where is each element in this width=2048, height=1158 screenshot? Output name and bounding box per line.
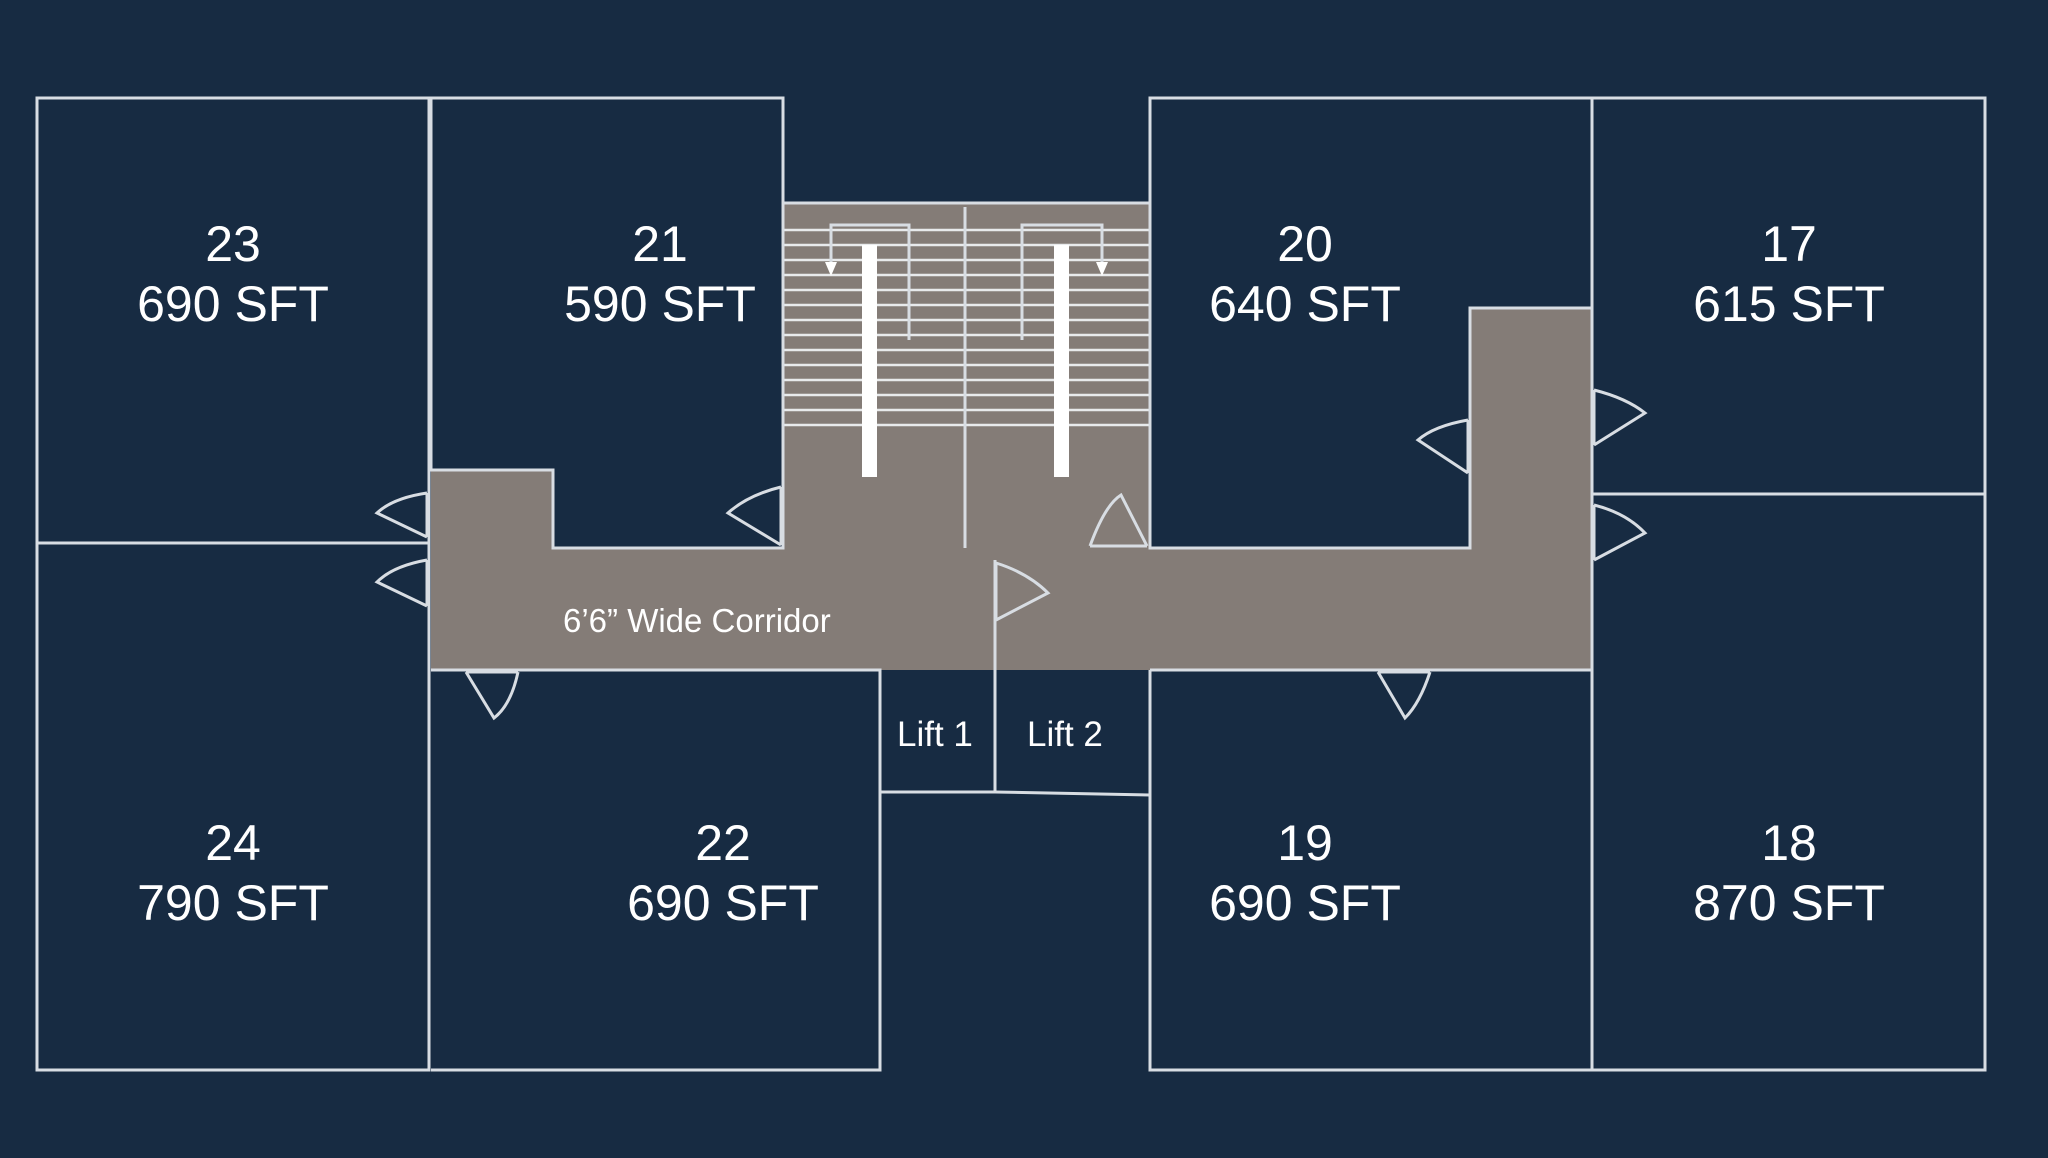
- unit-number: 22: [695, 815, 751, 871]
- unit-19-label: 19 690 SFT: [1209, 815, 1401, 931]
- door-unit-21: [725, 485, 783, 547]
- corridor-label: 6’6” Wide Corridor: [563, 602, 831, 639]
- corridor-fill: [431, 308, 1592, 670]
- unit-20-label: 20 640 SFT: [1209, 216, 1401, 332]
- unit-number: 19: [1277, 815, 1333, 871]
- unit-21-outline: [429, 96, 785, 550]
- unit-19-outline: [1148, 668, 1594, 1072]
- arrowhead-right: [1096, 262, 1108, 276]
- walls: [35, 96, 1987, 1072]
- unit-23-label: 23 690 SFT: [137, 216, 329, 332]
- door-unit-17: [1592, 388, 1648, 447]
- door-stairwell: [1088, 492, 1149, 548]
- stair-arrow-right: [1020, 223, 1104, 340]
- unit-number: 23: [205, 216, 261, 272]
- unit-20-outline: [1148, 96, 1594, 550]
- unit-number: 18: [1761, 815, 1817, 871]
- arrowhead-left: [825, 262, 837, 276]
- unit-22-outline: [431, 668, 882, 1072]
- unit-area: 690 SFT: [137, 276, 329, 332]
- unit-area: 870 SFT: [1693, 875, 1885, 931]
- door-unit-20: [1415, 418, 1470, 475]
- unit-17-label: 17 615 SFT: [1693, 216, 1885, 332]
- door-unit-22: [464, 670, 520, 721]
- unit-area: 790 SFT: [137, 875, 329, 931]
- unit-18-outline: [1590, 492, 1987, 1072]
- doors: [374, 388, 1648, 721]
- lift-2-label: Lift 2: [1027, 715, 1103, 754]
- unit-area: 690 SFT: [627, 875, 819, 931]
- door-unit-24: [374, 558, 429, 608]
- unit-area: 690 SFT: [1209, 875, 1401, 931]
- stair-handrail-right: [1054, 245, 1069, 477]
- unit-area: 640 SFT: [1209, 276, 1401, 332]
- lift-1-label: Lift 1: [897, 715, 973, 754]
- door-unit-19: [1376, 670, 1432, 721]
- unit-number: 17: [1761, 216, 1817, 272]
- unit-18-label: 18 870 SFT: [1693, 815, 1885, 931]
- unit-number: 24: [205, 815, 261, 871]
- unit-number: 20: [1277, 216, 1333, 272]
- unit-21-label: 21 590 SFT: [564, 216, 756, 332]
- unit-number: 21: [632, 216, 688, 272]
- stairs: [783, 207, 1150, 670]
- lift-2-outline: [994, 670, 1152, 797]
- unit-area: 615 SFT: [1693, 276, 1885, 332]
- unit-22-label: 22 690 SFT: [627, 815, 819, 931]
- door-unit-23: [374, 491, 429, 539]
- door-unit-18: [1592, 503, 1648, 562]
- core-area: [431, 203, 1592, 670]
- stair-handrail-left: [862, 245, 877, 477]
- unit-24-label: 24 790 SFT: [137, 815, 329, 931]
- stair-arrow-left: [829, 223, 911, 340]
- unit-24-outline: [35, 541, 431, 1072]
- door-corridor: [994, 561, 1051, 622]
- lift-1-outline: [878, 670, 997, 794]
- unit-area: 590 SFT: [564, 276, 756, 332]
